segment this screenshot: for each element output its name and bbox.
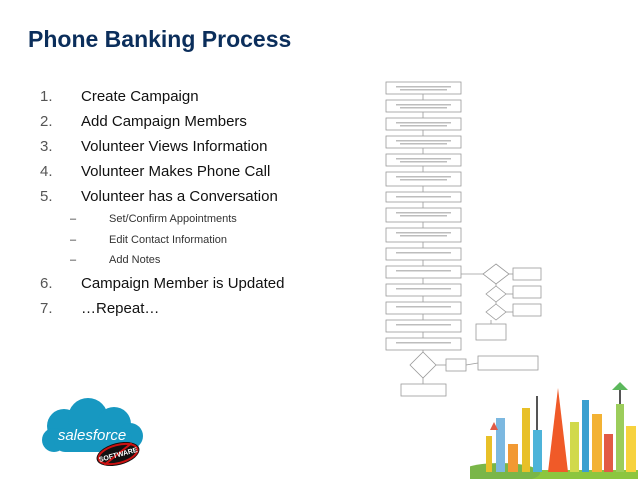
step-item: 7. …Repeat…	[40, 298, 370, 323]
substep-text: Add Notes	[109, 254, 161, 266]
step-item: 5. Volunteer has a Conversation	[40, 186, 370, 211]
step-number: 5.	[40, 188, 53, 205]
step-number: 3.	[40, 138, 53, 155]
software-sticker: SOFTWARE	[96, 441, 140, 467]
substep-item: – Edit Contact Information	[40, 232, 370, 253]
step-number: 7.	[40, 299, 53, 317]
step-item: 4. Volunteer Makes Phone Call	[40, 161, 370, 186]
slide-title: Phone Banking Process	[28, 26, 292, 52]
substep-item: – Set/Confirm Appointments	[40, 211, 370, 232]
step-text: …Repeat…	[81, 299, 160, 317]
substep-dash: –	[70, 233, 77, 246]
steps-list: 1. Create Campaign 2. Add Campaign Membe…	[40, 86, 370, 323]
step-text: Create Campaign	[81, 88, 199, 105]
step-item: 2. Add Campaign Members	[40, 111, 370, 136]
substep-item: – Add Notes	[40, 252, 370, 273]
city-skyline-illustration	[470, 382, 638, 479]
step-text: Volunteer has a Conversation	[81, 188, 278, 205]
step-item: 1. Create Campaign	[40, 86, 370, 111]
substep-text: Edit Contact Information	[109, 233, 228, 246]
step-number: 6.	[40, 274, 53, 292]
substep-text: Set/Confirm Appointments	[109, 213, 237, 225]
step-text: Campaign Member is Updated	[81, 274, 285, 292]
substep-dash: –	[70, 213, 77, 225]
step-number: 4.	[40, 163, 53, 180]
substep-dash: –	[70, 254, 77, 266]
step-item: 6. Campaign Member is Updated	[40, 273, 370, 298]
step-number: 2.	[40, 113, 53, 130]
process-flowchart	[385, 81, 542, 397]
step-number: 1.	[40, 88, 53, 105]
salesforce-logo: salesforce SOFTWARE	[42, 398, 143, 467]
step-text: Add Campaign Members	[81, 113, 247, 130]
step-item: 3. Volunteer Views Information	[40, 136, 370, 161]
salesforce-wordmark: salesforce	[58, 427, 126, 444]
step-text: Volunteer Makes Phone Call	[81, 163, 271, 180]
step-text: Volunteer Views Information	[81, 138, 268, 155]
